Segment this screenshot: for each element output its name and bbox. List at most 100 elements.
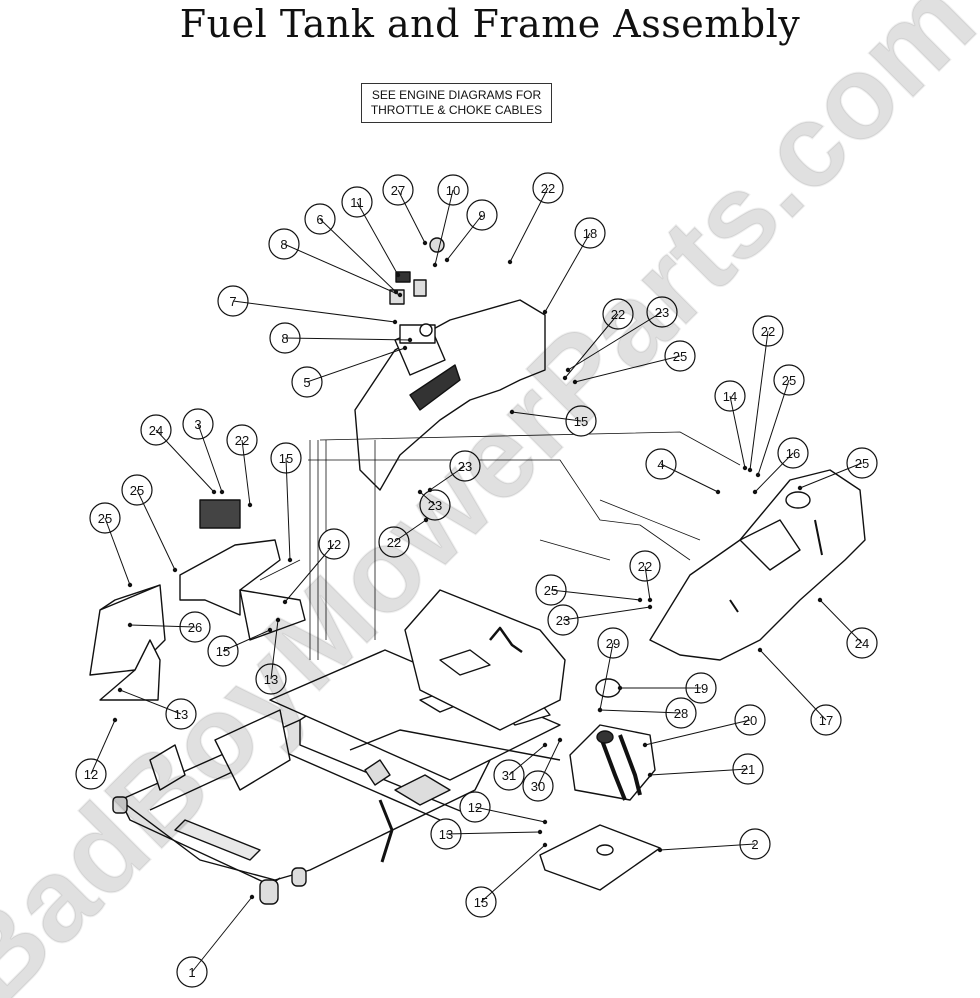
fuel-tank	[569, 724, 656, 801]
callout-arrowhead	[752, 489, 758, 495]
callout-arrowhead	[797, 485, 803, 491]
tank-mount-plate	[539, 824, 661, 891]
callout-arrowhead	[757, 647, 763, 653]
page-title: Fuel Tank and Frame Assembly	[179, 2, 801, 46]
callout-arrowhead	[172, 567, 178, 573]
callout-leader	[356, 201, 399, 276]
callout-leader	[759, 649, 827, 721]
callout-leader	[241, 439, 251, 506]
callout-number: 1	[188, 965, 195, 980]
callout-leader	[474, 806, 546, 823]
callout-number: 5	[303, 375, 310, 390]
callout-arrowhead	[287, 557, 293, 563]
callout-arrowhead	[509, 409, 515, 415]
callout-leader	[284, 337, 411, 341]
callout-leader	[155, 429, 215, 493]
callout-arrowhead	[562, 375, 568, 381]
callout-leader	[649, 768, 749, 776]
callout-arrowhead	[211, 489, 217, 495]
callout-leader	[749, 330, 769, 471]
callout-leader	[129, 624, 196, 628]
callout-leader	[284, 543, 335, 603]
callout-arrowhead	[422, 240, 428, 246]
callout-leader	[819, 599, 863, 644]
callout-leader	[104, 517, 131, 586]
callout-arrowhead	[507, 259, 513, 265]
callout-leader	[306, 347, 406, 383]
callout-arrowhead	[755, 472, 761, 478]
callout-number: 28	[674, 706, 688, 721]
callout-26: 26	[179, 611, 211, 643]
callout-arrowhead	[715, 489, 721, 495]
callout-leader	[564, 313, 619, 379]
cable-note-line-2: THROTTLE & CHOKE CABLES	[370, 103, 543, 117]
engine-shroud	[404, 589, 566, 731]
callout-leader	[644, 719, 751, 746]
callout-arrowhead	[267, 627, 273, 633]
callout-leader	[270, 619, 279, 680]
callout-leader	[197, 423, 223, 493]
callout-leader	[660, 463, 719, 493]
right-rear-fender	[649, 469, 866, 661]
callout-arrowhead	[542, 309, 548, 315]
callout-arrowhead	[127, 622, 133, 628]
callout-arrowhead	[275, 617, 281, 623]
callout-number: 13	[264, 672, 278, 687]
callout-leader	[567, 311, 663, 371]
callout-leader	[659, 843, 756, 851]
callout-arrowhead	[647, 604, 653, 610]
callout-arrowhead	[219, 489, 225, 495]
callout-arrowhead	[647, 772, 653, 778]
callout-leader	[319, 218, 397, 293]
callout-arrowhead	[642, 742, 648, 748]
callout-leader	[446, 214, 483, 261]
callout-number: 23	[556, 613, 570, 628]
callout-leader	[429, 465, 466, 491]
callout-leader	[799, 462, 863, 489]
callout-leader	[397, 189, 426, 244]
callout-leader	[729, 395, 746, 469]
chassis-floor	[269, 649, 561, 781]
cable-note: SEE ENGINE DIAGRAMS FOR THROTTLE & CHOKE…	[361, 83, 552, 123]
callout-arrowhead	[572, 379, 578, 385]
callout-arrowhead	[817, 597, 823, 603]
callout-arrowhead	[282, 599, 288, 605]
callout-arrowhead	[637, 597, 643, 603]
callout-arrowhead	[742, 465, 748, 471]
callout-arrowhead	[417, 489, 423, 495]
callout-arrowhead	[542, 842, 548, 848]
callout-number: 15	[216, 644, 230, 659]
callout-leader	[599, 709, 682, 714]
callout-leader	[393, 519, 427, 543]
callout-arrowhead	[395, 272, 401, 278]
callout-leader	[191, 896, 253, 973]
callout-leader	[644, 565, 651, 601]
callout-leader	[574, 355, 681, 383]
callout-arrowhead	[542, 819, 548, 825]
callout-arrowhead	[657, 847, 663, 853]
callout-leader	[222, 629, 271, 652]
callout-arrowhead	[112, 717, 118, 723]
callout-arrowhead	[557, 737, 563, 743]
cable-note-line-1: SEE ENGINE DIAGRAMS FOR	[371, 88, 542, 102]
callout-arrowhead	[542, 742, 548, 748]
callout-arrowhead	[247, 502, 253, 508]
callout-arrowhead	[597, 707, 603, 713]
callout-arrowhead	[402, 345, 408, 351]
callout-arrowhead	[423, 517, 429, 523]
callout-leader	[136, 489, 176, 571]
callout-leader	[90, 719, 116, 775]
callout-arrowhead	[127, 582, 133, 588]
callout-arrowhead	[537, 829, 543, 835]
callout-arrowhead	[747, 467, 753, 473]
callout-leader	[419, 491, 436, 506]
callout-arrowhead	[444, 257, 450, 263]
callout-number: 12	[84, 767, 98, 782]
callout-leader	[757, 379, 790, 476]
callout-number: 30	[531, 779, 545, 794]
callout-number: 13	[439, 827, 453, 842]
callout-leader	[754, 452, 794, 493]
callout-leader	[434, 189, 454, 266]
